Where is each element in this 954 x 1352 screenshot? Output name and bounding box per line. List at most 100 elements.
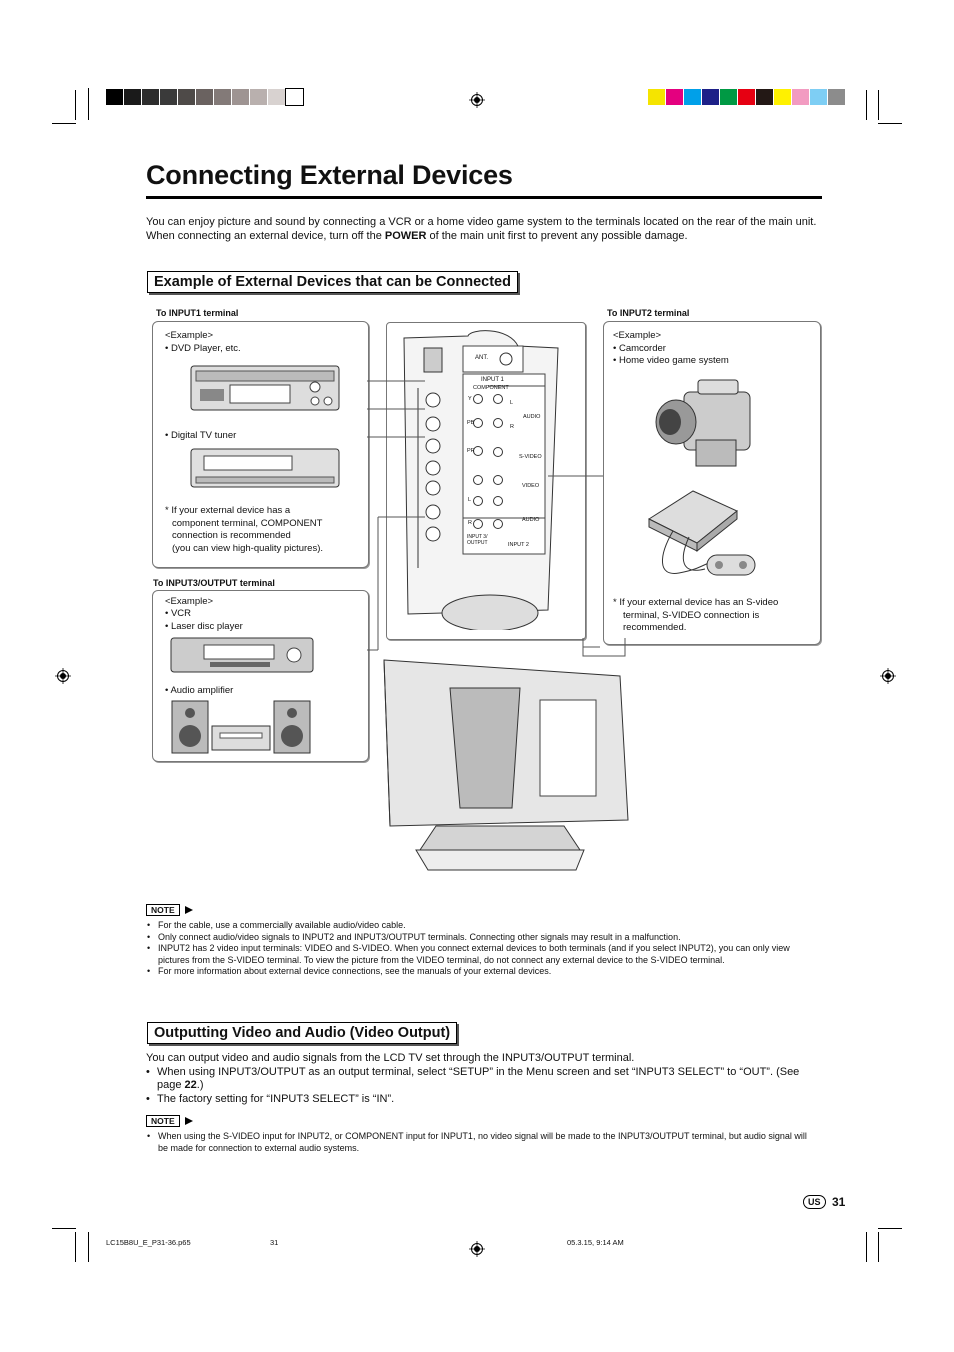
title-rule bbox=[146, 196, 822, 199]
note-item: For more information about external devi… bbox=[146, 966, 811, 978]
intro-line2: When connecting an external device, turn… bbox=[146, 229, 822, 243]
note-item: When using the S-VIDEO input for INPUT2,… bbox=[146, 1131, 811, 1154]
input2-item-game: • Home video game system bbox=[613, 355, 729, 366]
color-swatch bbox=[214, 89, 231, 105]
video-output-body: You can output video and audio signals f… bbox=[146, 1052, 822, 1106]
panel-input3-label: INPUT 3/ OUTPUT bbox=[467, 534, 488, 546]
input1-note-line: (you can view high-quality pictures). bbox=[172, 542, 324, 554]
input2-example: <Example> bbox=[613, 330, 662, 341]
panel-svideo-label: S-VIDEO bbox=[519, 454, 542, 460]
registration-mark-icon bbox=[880, 668, 896, 684]
color-swatch bbox=[810, 89, 827, 105]
input3-item-laser: • Laser disc player bbox=[165, 621, 243, 632]
bullet-text-end: .) bbox=[196, 1079, 204, 1091]
note-badge: NOTE bbox=[146, 1115, 193, 1127]
color-swatch bbox=[142, 89, 159, 105]
crop-mark bbox=[88, 1232, 89, 1262]
panel-y-label: Y bbox=[468, 396, 472, 402]
camcorder-icon bbox=[655, 379, 751, 467]
input2-note-line: recommended. bbox=[623, 622, 687, 633]
connector-lines bbox=[367, 380, 603, 651]
digital-tv-tuner-icon bbox=[190, 448, 340, 488]
video-output-bullet: When using INPUT3/OUTPUT as an output te… bbox=[146, 1066, 822, 1093]
notes-list: For the cable, use a commercially availa… bbox=[146, 920, 811, 978]
notes-list: When using the S-VIDEO input for INPUT2,… bbox=[146, 1131, 811, 1154]
game-system-icon bbox=[647, 490, 756, 576]
panel-audio-label: AUDIO bbox=[523, 414, 541, 420]
panel-pb-label: PB bbox=[467, 420, 475, 426]
input3-label: To INPUT3/OUTPUT terminal bbox=[153, 578, 275, 588]
panel-r2-label: R bbox=[468, 520, 472, 526]
input2-note-line: * If your external device has an S-video bbox=[613, 597, 779, 608]
note-badge: NOTE bbox=[146, 904, 193, 916]
panel-l-label: L bbox=[510, 400, 514, 406]
panel-audio2-label: AUDIO bbox=[522, 517, 540, 523]
input2-box bbox=[603, 321, 821, 645]
panel-input2-label: INPUT 2 bbox=[508, 542, 529, 548]
input3-item-amp: • Audio amplifier bbox=[165, 685, 234, 696]
input3-example: <Example> bbox=[165, 596, 214, 607]
video-output-intro: You can output video and audio signals f… bbox=[146, 1052, 635, 1064]
color-swatch bbox=[684, 89, 701, 105]
page-ref: 22 bbox=[184, 1079, 197, 1091]
registration-mark-icon bbox=[469, 92, 485, 108]
section-heading-video-output: Outputting Video and Audio (Video Output… bbox=[147, 1022, 458, 1044]
input1-note-line: component terminal, COMPONENT bbox=[172, 517, 323, 529]
crop-mark bbox=[878, 90, 879, 120]
region-badge: US bbox=[803, 1195, 826, 1209]
color-swatch bbox=[196, 89, 213, 105]
crop-mark bbox=[52, 123, 76, 124]
intro-text: You can enjoy picture and sound by conne… bbox=[146, 215, 822, 243]
input1-label: To INPUT1 terminal bbox=[156, 308, 239, 318]
panel-pr-label: PR bbox=[467, 448, 475, 454]
dvd-player-icon bbox=[190, 365, 340, 411]
color-swatch bbox=[124, 89, 141, 105]
panel-r-label: R bbox=[510, 424, 514, 430]
video-output-list: When using INPUT3/OUTPUT as an output te… bbox=[146, 1066, 822, 1107]
color-swatch bbox=[828, 89, 845, 105]
input1-example: <Example> bbox=[165, 330, 214, 341]
rear-panel-illustration bbox=[403, 330, 559, 630]
crop-mark bbox=[52, 1228, 76, 1229]
crop-mark bbox=[866, 1232, 867, 1262]
color-swatch bbox=[285, 88, 304, 106]
footer-page: 31 bbox=[270, 1238, 279, 1247]
video-output-bullet: The factory setting for “INPUT3 SELECT” … bbox=[146, 1093, 822, 1107]
crop-mark bbox=[75, 90, 76, 120]
color-swatch bbox=[666, 89, 683, 105]
color-swatch bbox=[702, 89, 719, 105]
intro-line2-text-end: of the main unit first to prevent any po… bbox=[426, 230, 688, 242]
note-item: For the cable, use a commercially availa… bbox=[146, 920, 811, 932]
panel-input1-label: INPUT 1 bbox=[481, 377, 504, 383]
color-swatch bbox=[792, 89, 809, 105]
panel-l2-label: L bbox=[468, 497, 472, 503]
panel-component-label: COMPONENT bbox=[473, 385, 509, 391]
note-item: INPUT2 has 2 video input terminals: VIDE… bbox=[146, 943, 811, 966]
color-swatch bbox=[774, 89, 791, 105]
color-swatch bbox=[178, 89, 195, 105]
color-swatch bbox=[268, 89, 285, 105]
color-swatch bbox=[756, 89, 773, 105]
input1-box bbox=[152, 321, 369, 568]
vcr-icon bbox=[170, 637, 314, 673]
intro-line1: You can enjoy picture and sound by conne… bbox=[146, 216, 817, 228]
input1-note-line: connection is recommended bbox=[172, 530, 291, 541]
audio-amplifier-icon bbox=[171, 700, 311, 754]
input3-item-vcr: • VCR bbox=[165, 608, 192, 619]
input2-item-camcorder: • Camcorder bbox=[613, 343, 666, 354]
page-number: 31 bbox=[832, 1195, 846, 1209]
color-swatch bbox=[648, 89, 665, 105]
bullet-text: When using INPUT3/OUTPUT as an output te… bbox=[157, 1065, 800, 1092]
crop-mark bbox=[75, 1232, 76, 1262]
input1-item-dvd: • DVD Player, etc. bbox=[165, 343, 241, 354]
section-heading-devices: Example of External Devices that can be … bbox=[147, 271, 518, 293]
crop-mark bbox=[88, 88, 89, 120]
crop-mark bbox=[866, 90, 867, 120]
power-word: POWER bbox=[384, 230, 427, 242]
input1-note-line: * If your external device has a bbox=[165, 505, 291, 516]
note-item: Only connect audio/video signals to INPU… bbox=[146, 932, 811, 944]
input1-note: * If your external device has a componen… bbox=[165, 505, 323, 555]
color-swatch bbox=[232, 89, 249, 105]
color-swatch bbox=[250, 89, 267, 105]
page-title: Connecting External Devices bbox=[146, 160, 513, 190]
